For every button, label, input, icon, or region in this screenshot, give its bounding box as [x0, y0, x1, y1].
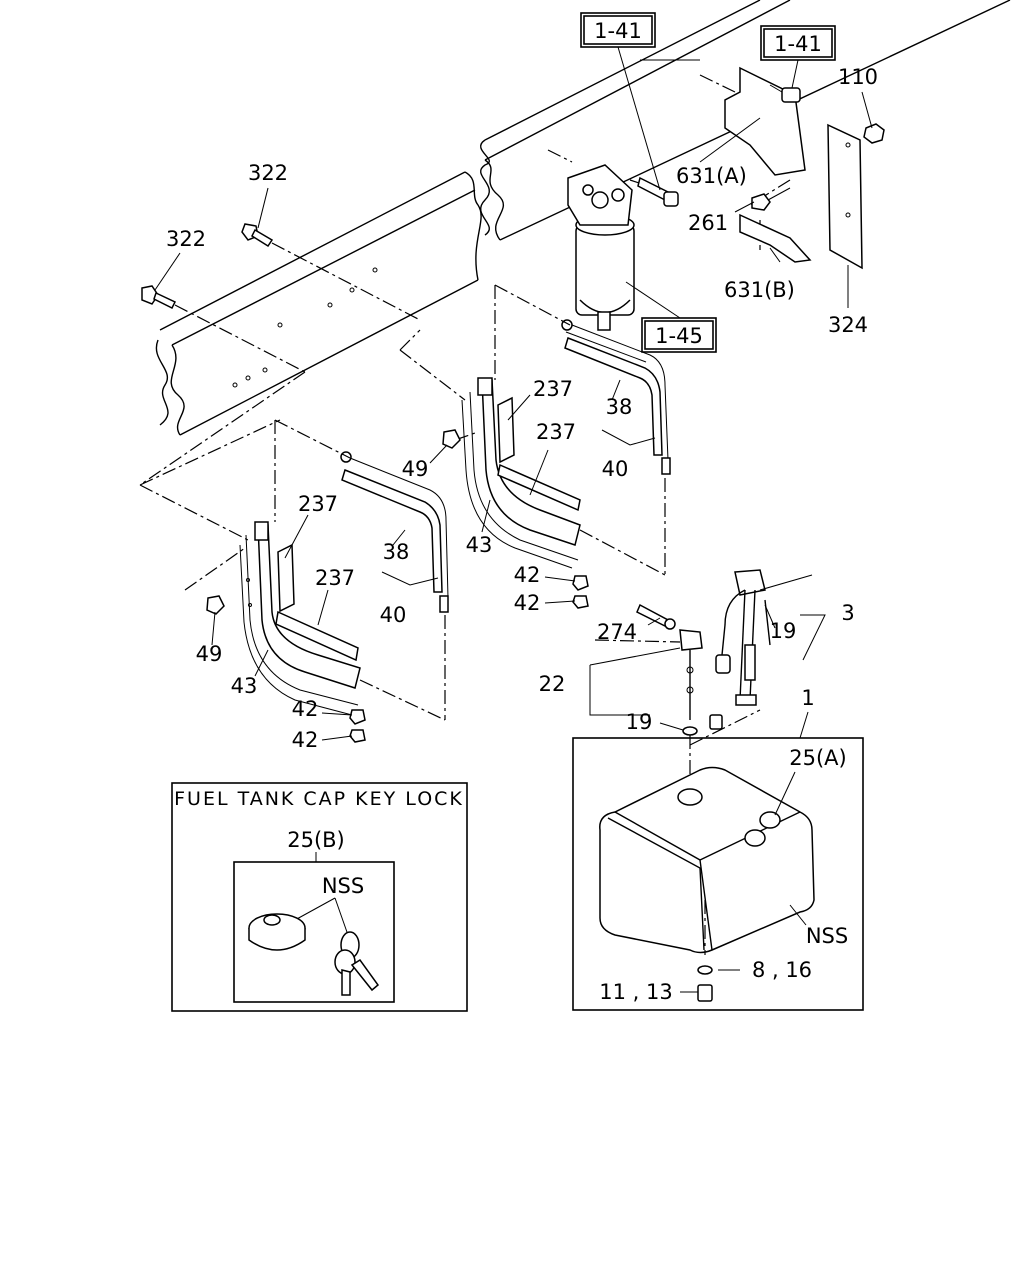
label-324: 324	[828, 313, 868, 337]
label-43-right: 43	[466, 533, 493, 557]
fuel-filter	[567, 164, 635, 331]
ref-box-1-41-b: 1-41	[760, 25, 836, 61]
locking-cap	[248, 913, 306, 951]
label-40-left: 40	[380, 603, 407, 627]
pad-237-right-vertical	[497, 396, 515, 464]
frame-rail-left	[155, 171, 482, 436]
label-631a: 631(A)	[676, 164, 747, 188]
fuel-gauge-sender	[715, 569, 771, 706]
sender-22	[679, 629, 723, 730]
drain-plug	[697, 984, 713, 1002]
ref-1-45: 1-45	[655, 324, 703, 348]
label-49-right: 49	[402, 457, 429, 481]
strap-38-left	[340, 451, 449, 613]
nut-49-left	[206, 595, 225, 615]
label-237-left-upper: 237	[298, 492, 338, 516]
inset-nss-label: NSS	[322, 874, 364, 898]
pad-237-right-horizontal	[497, 463, 581, 512]
label-274: 274	[597, 620, 637, 644]
bolt-110	[863, 123, 885, 144]
nut-42-left-a	[349, 709, 366, 725]
label-42-right-a: 42	[514, 563, 541, 587]
label-42-right-b: 42	[514, 591, 541, 615]
label-40-right: 40	[602, 457, 629, 481]
label-42-left-a: 42	[292, 697, 319, 721]
label-261: 261	[688, 211, 728, 235]
label-nss-tank: NSS	[806, 924, 848, 948]
label-11-13: 11 , 13	[599, 980, 672, 1004]
gasket-19	[682, 726, 698, 736]
bolt-261	[751, 187, 791, 211]
label-25a: 25(A)	[789, 746, 846, 770]
bracket-631b	[739, 213, 812, 263]
label-19-lower: 19	[626, 710, 653, 734]
label-43-left: 43	[231, 674, 258, 698]
label-38-left: 38	[383, 540, 410, 564]
inset-frame	[171, 782, 468, 1012]
pad-237-left-horizontal	[275, 610, 359, 662]
leader-lines	[154, 46, 873, 993]
label-631b: 631(B)	[724, 278, 795, 302]
bolt-1-41-filter	[637, 176, 679, 207]
label-110: 110	[838, 65, 878, 89]
strap-38-right	[561, 319, 671, 475]
tank-frame	[572, 737, 864, 1011]
label-322-lower: 322	[166, 227, 206, 251]
ref-box-1-41-a: 1-41	[580, 12, 656, 48]
nut-42-left-b	[349, 729, 366, 743]
pad-237-left-vertical	[277, 543, 295, 613]
drain-washer	[697, 965, 713, 975]
keys	[334, 931, 380, 996]
bolt-322-lower	[141, 285, 306, 373]
inset-inner-frame	[233, 861, 395, 1003]
bolt-274	[636, 603, 676, 630]
label-49-left: 49	[196, 642, 223, 666]
label-237-right-lower: 237	[536, 420, 576, 444]
label-3: 3	[841, 601, 854, 625]
nut-49-right	[442, 429, 461, 449]
label-22: 22	[539, 672, 566, 696]
label-237-right-upper: 237	[533, 377, 573, 401]
label-1: 1	[801, 686, 814, 710]
ref-1-41-a: 1-41	[594, 19, 642, 43]
fuel-tank	[599, 766, 815, 955]
label-38-right: 38	[606, 395, 633, 419]
nut-42-right-b	[572, 595, 589, 609]
plate-324	[827, 123, 863, 270]
bolt-1-41-upper	[769, 84, 801, 103]
nut-42-right-a	[572, 575, 589, 591]
label-322-upper: 322	[248, 161, 288, 185]
inset-title: FUEL TANK CAP KEY LOCK	[174, 788, 464, 810]
ref-1-41-b: 1-41	[774, 32, 822, 56]
label-237-left-lower: 237	[315, 566, 355, 590]
bracket-43-left	[239, 521, 361, 716]
inset-part-label: 25(B)	[287, 828, 345, 852]
bolt-322-upper	[241, 223, 421, 321]
ref-box-1-45: 1-45	[641, 317, 717, 353]
label-19-upper: 19	[770, 619, 797, 643]
label-8-16: 8 , 16	[752, 958, 812, 982]
label-42-left-b: 42	[292, 728, 319, 752]
